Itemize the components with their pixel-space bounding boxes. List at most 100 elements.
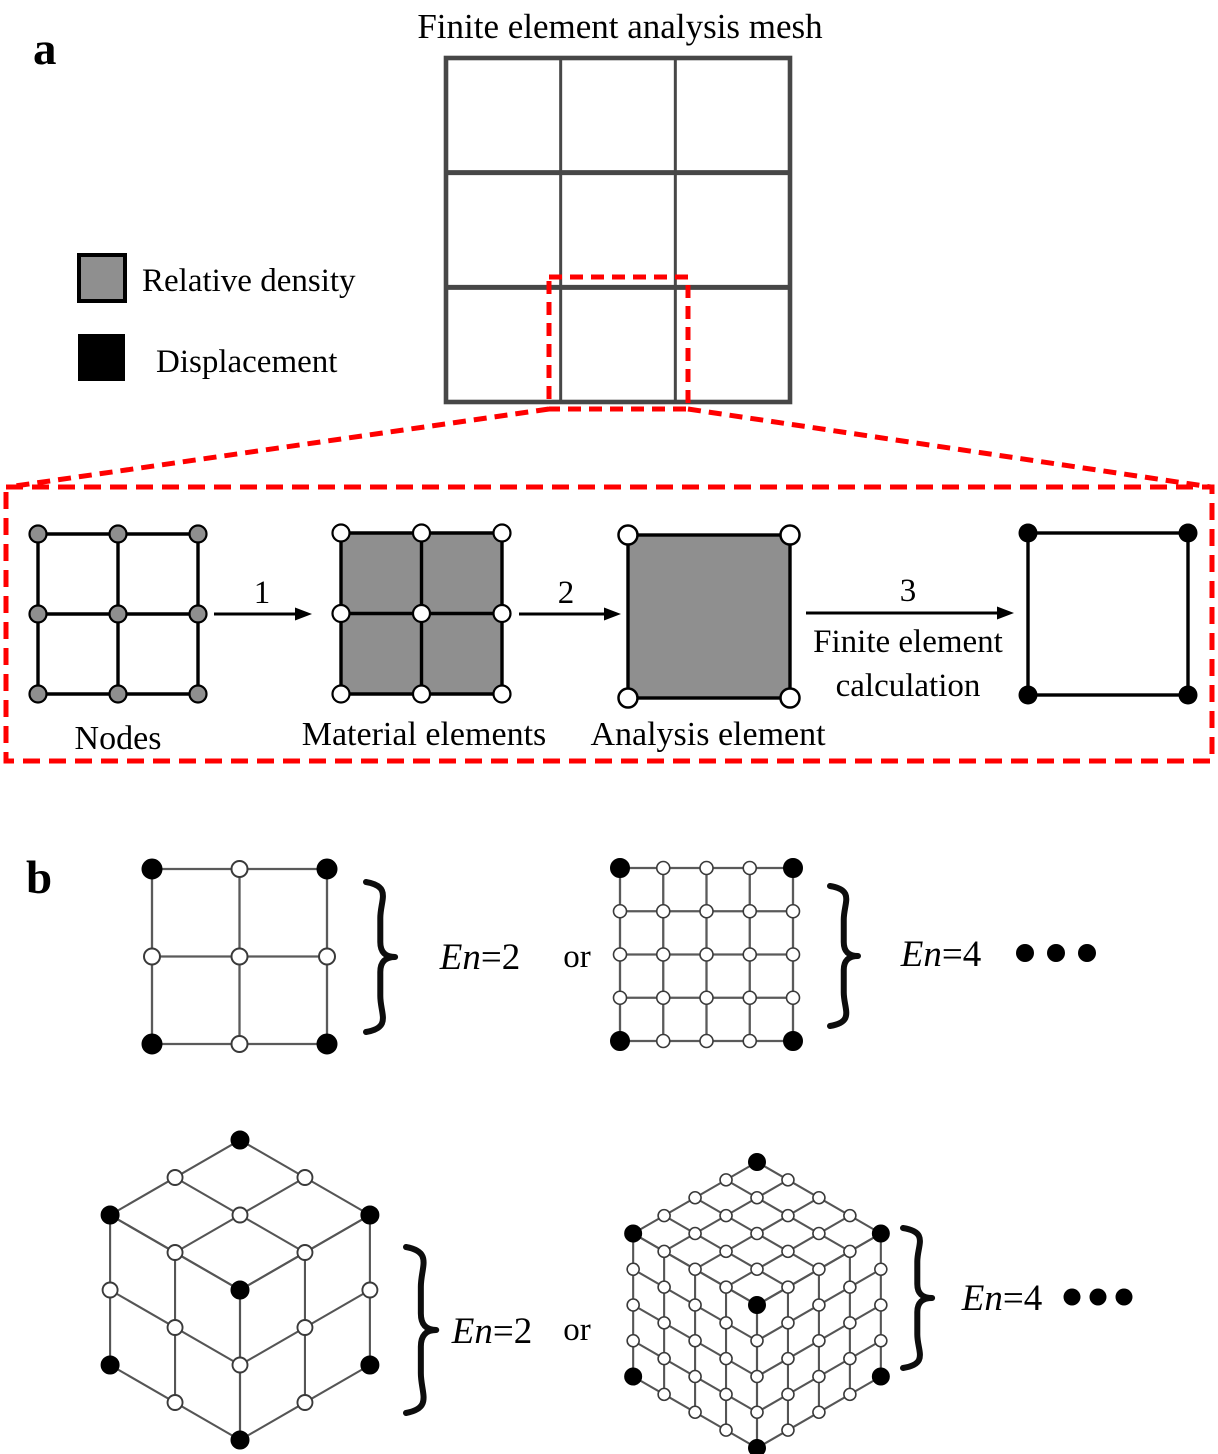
grid-en2-corner-node — [316, 1033, 338, 1055]
grid-en4-node — [699, 990, 714, 1006]
cube-en2-node — [296, 1244, 314, 1261]
brace-grid-en4 — [827, 883, 861, 1029]
cube-en2-node — [101, 1281, 119, 1299]
or-top-label: or — [563, 939, 591, 975]
grid-en4-node — [655, 860, 671, 876]
cube-en4-node — [657, 1244, 671, 1259]
cube-en4-node — [843, 1244, 857, 1259]
cube-en4-corner-node — [624, 1367, 643, 1386]
ellipsis-dot-top — [1016, 944, 1034, 962]
cube-en2-node — [231, 1206, 249, 1224]
cube-en4-corner-node — [624, 1224, 643, 1243]
nodes-grid-node — [108, 524, 128, 544]
nodes-grid-node — [28, 604, 48, 624]
material-grid-node — [411, 523, 432, 543]
cube-en2-node — [166, 1394, 184, 1411]
material-grid-node — [331, 523, 351, 543]
cube-en4-node — [812, 1298, 826, 1312]
cube-en2-corner-node — [230, 1430, 250, 1450]
cube-en4-node — [688, 1333, 702, 1348]
nodes-label: Nodes — [75, 720, 162, 757]
grid-en4-node — [699, 903, 714, 919]
cube-en4-node — [874, 1298, 888, 1312]
grid-en2-node — [230, 860, 249, 878]
cube-en4-corner-node — [871, 1367, 890, 1386]
ellipsis-dot-bottom — [1063, 1288, 1081, 1306]
en2-bottom-value: =2 — [493, 1311, 532, 1352]
grid-en4-node — [612, 903, 628, 919]
grid-en4-node — [742, 860, 758, 876]
cube-en4-node — [750, 1226, 764, 1241]
zoom-highlight-red — [3, 274, 1215, 764]
grid-en4-node — [785, 990, 801, 1006]
zoom-funnel-left — [7, 406, 550, 490]
nodes-grid-node — [188, 684, 208, 704]
grid-en4-node — [742, 990, 758, 1006]
analysis-element-label: Analysis element — [590, 716, 826, 753]
cube-en4-node — [750, 1190, 764, 1205]
cube-en2-corner-node — [230, 1280, 250, 1300]
cube-en4-node — [719, 1208, 733, 1223]
figure-title: Finite element analysis mesh — [417, 7, 823, 46]
relative-density-swatch — [77, 253, 127, 303]
cube-en4-node — [688, 1226, 702, 1241]
cube-en4-node — [781, 1244, 795, 1259]
material-grid-node — [492, 523, 512, 543]
cube-en4-node — [626, 1333, 640, 1348]
analysis-corner-node — [617, 687, 639, 709]
material-grid-node — [331, 603, 351, 624]
cube-en2-node — [231, 1356, 249, 1374]
grid-en4-node — [655, 1033, 671, 1049]
pipeline-figures — [28, 523, 1198, 709]
material-elements-label: Material elements — [302, 716, 547, 753]
grid-en4-node — [612, 990, 628, 1006]
cube-en2-node — [166, 1244, 184, 1261]
cube-en2-corner-node — [360, 1355, 380, 1375]
arrow3-caption-line2: calculation — [836, 668, 981, 704]
material-grid-node — [492, 603, 512, 624]
cube-en4-node — [843, 1208, 857, 1223]
en2-top-label: En=2 — [439, 937, 520, 978]
en4-top-label: En=4 — [900, 934, 981, 975]
cube-en4-node — [781, 1387, 795, 1402]
grid-en2-corner-node — [141, 1033, 163, 1055]
cube-en4-node — [781, 1280, 795, 1294]
grid-en4-corner-node — [610, 858, 630, 878]
nodes-grid-node — [188, 604, 208, 624]
grid-en4-node — [655, 990, 671, 1006]
cube-en4-node — [812, 1405, 826, 1420]
cube-en4-corner-node — [748, 1439, 766, 1454]
grid-en4-node — [742, 903, 758, 919]
cube-en4-node — [781, 1423, 795, 1437]
arrow1-number: 1 — [254, 575, 271, 611]
grid-en2-node — [230, 947, 249, 966]
result-corner-node — [1018, 685, 1038, 705]
material-grid-node — [411, 684, 432, 704]
grid-en4-corner-node — [610, 1031, 630, 1051]
cube-en4-node — [719, 1244, 733, 1259]
result-square — [1026, 531, 1190, 697]
grid-en4-node — [742, 1033, 758, 1049]
grid-en4-node — [742, 947, 758, 962]
arrow3-caption-line1: Finite element — [813, 624, 1003, 660]
cube-en4-node — [874, 1262, 888, 1277]
nodes-grid-node — [188, 524, 208, 544]
grid-en4-node — [699, 860, 714, 876]
material-grid-node — [411, 603, 432, 624]
cube-en4-node — [843, 1316, 857, 1330]
grid-en4-node — [612, 947, 628, 962]
zoom-funnel-right — [687, 406, 1212, 490]
en4-bottom-var: En — [961, 1278, 1003, 1319]
arrow-step3-head — [997, 606, 1014, 620]
en2-top-var: En — [439, 937, 481, 978]
legend-swatches — [77, 253, 127, 381]
ellipsis-dot-top — [1078, 944, 1096, 962]
cube-en4-node — [719, 1316, 733, 1330]
cube-en4-node — [688, 1298, 702, 1312]
cube-en2-corner-node — [100, 1355, 120, 1375]
en4-bottom-label: En=4 — [961, 1278, 1042, 1319]
result-corner-node — [1178, 523, 1198, 543]
cube-en4-node — [781, 1316, 795, 1330]
highlight-cell-rect — [546, 274, 691, 412]
